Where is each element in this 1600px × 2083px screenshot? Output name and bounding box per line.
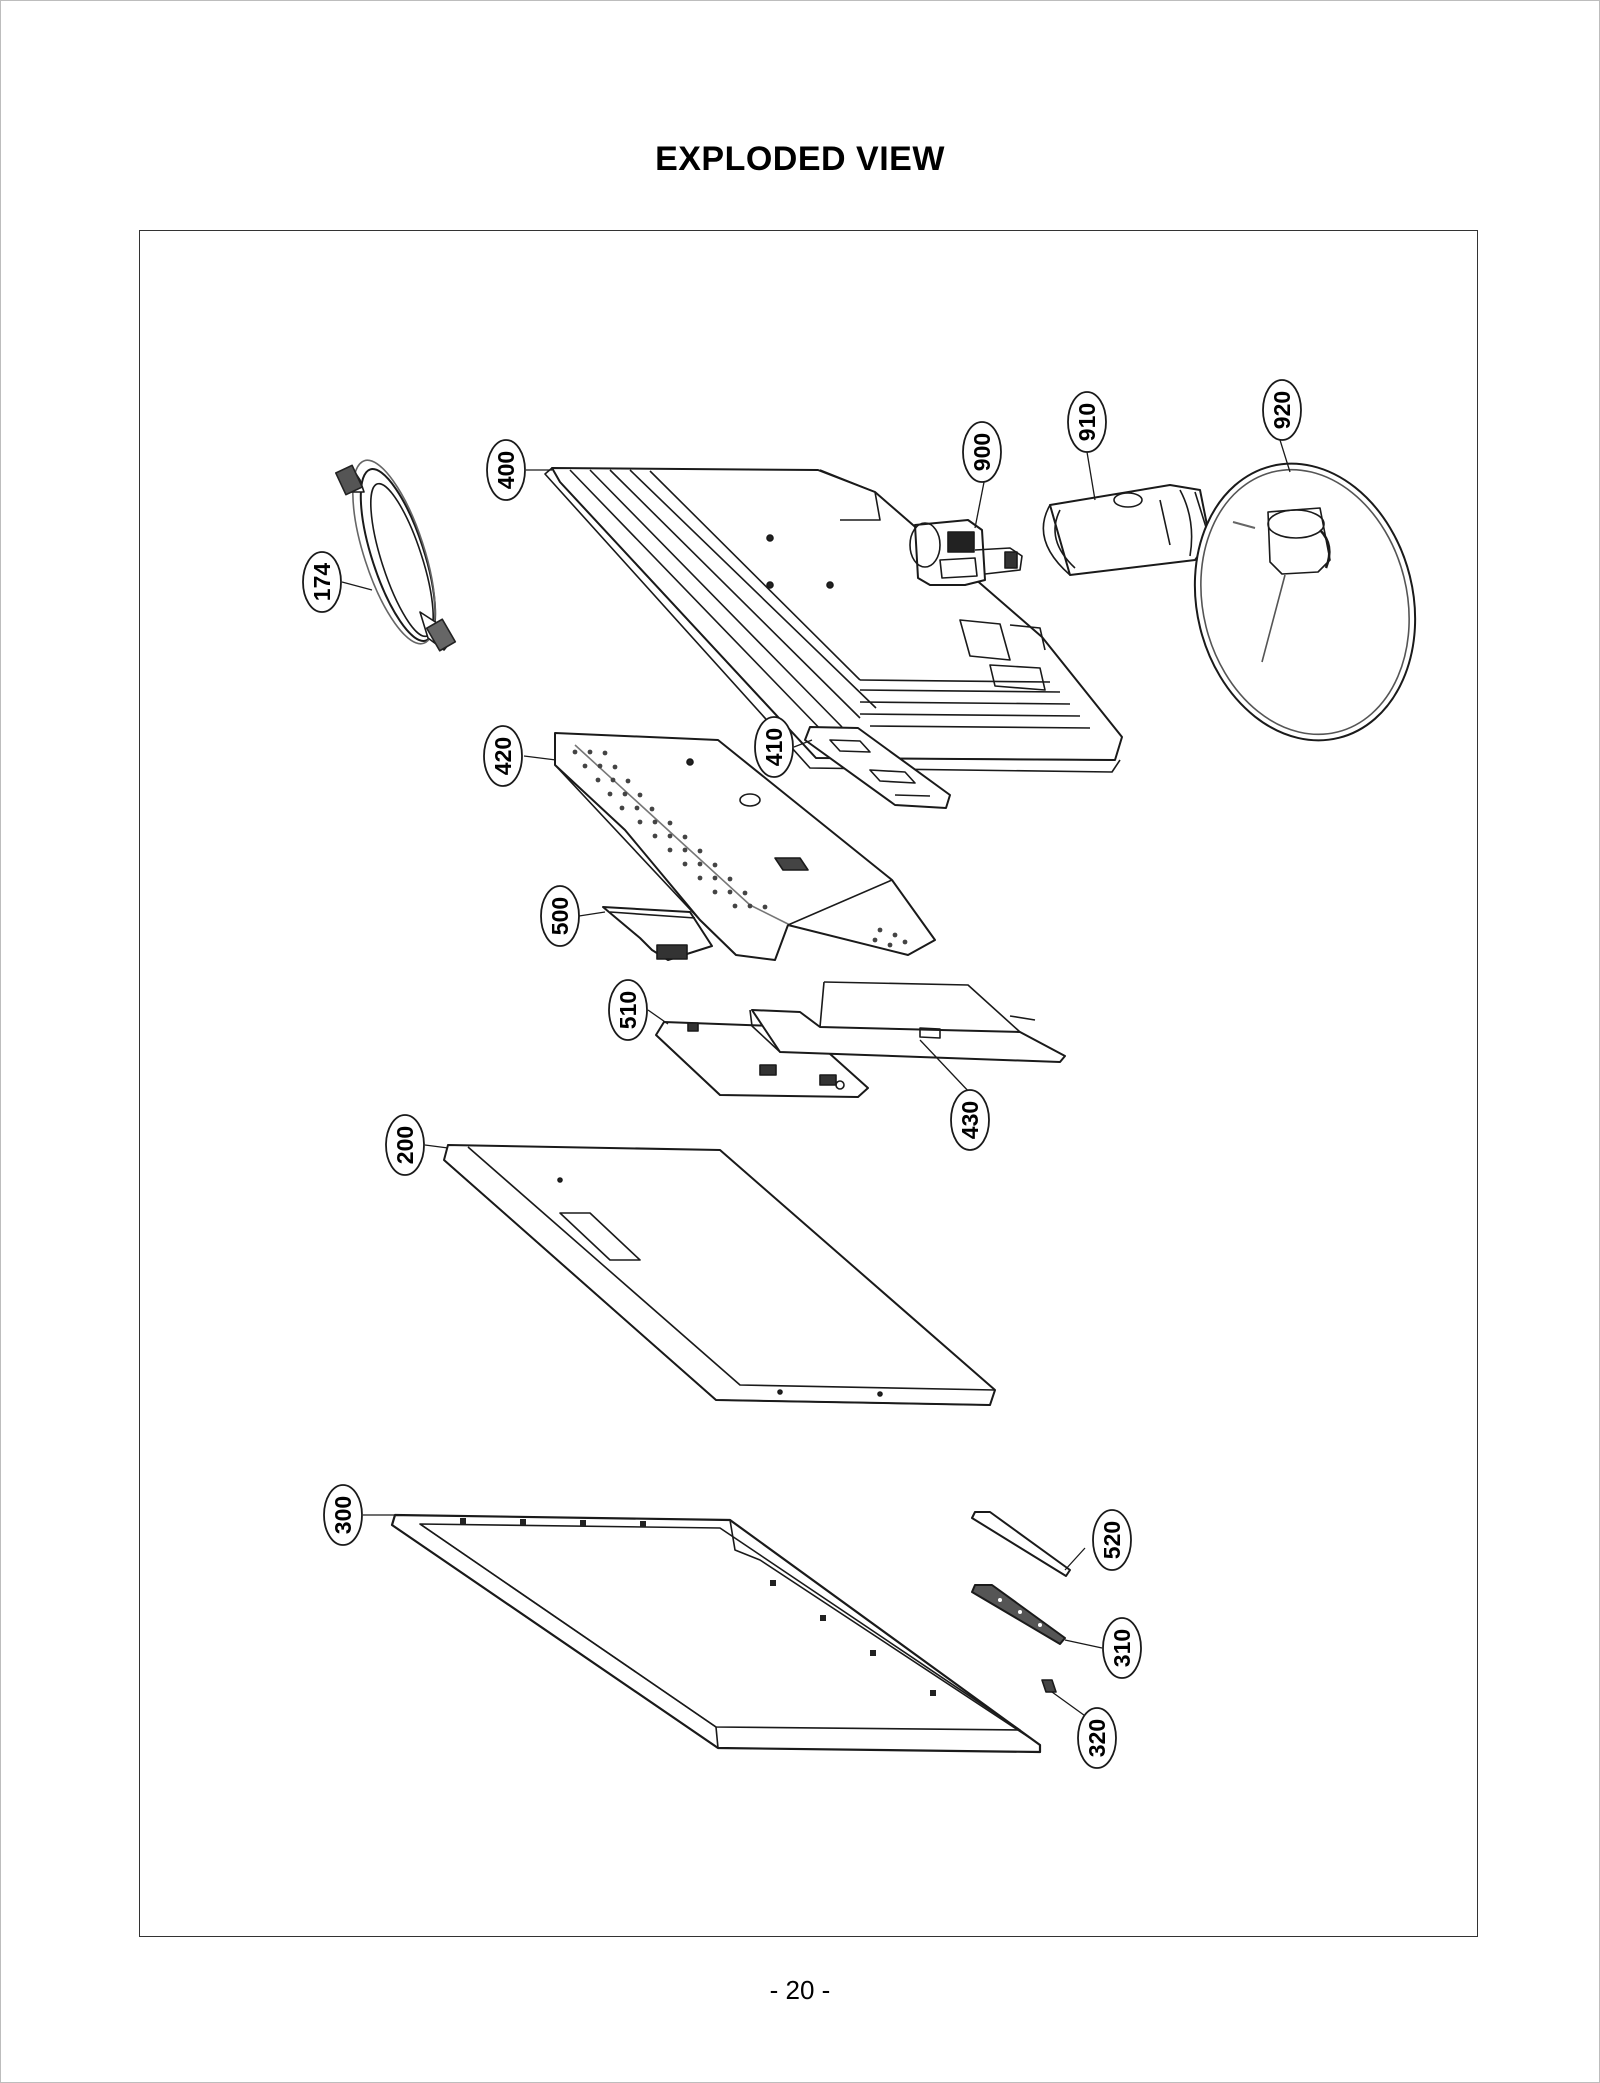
part-920-base [1193,462,1417,742]
svg-text:310: 310 [1109,1629,1135,1667]
callout-910: 910 [1067,391,1107,453]
callout-174: 174 [302,551,342,613]
callout-310: 310 [1102,1617,1142,1679]
callout-920: 920 [1262,379,1302,441]
callout-200: 200 [385,1114,425,1176]
part-300-front-bezel [390,1513,1042,1754]
callout-900: 900 [962,421,1002,483]
svg-text:510: 510 [615,991,641,1029]
callout-520: 520 [1092,1509,1132,1571]
part-320-led-lens [1041,1679,1057,1693]
part-310-button-board [971,1584,1066,1645]
svg-text:500: 500 [547,897,573,935]
svg-text:520: 520 [1099,1521,1125,1559]
callout-500: 500 [540,885,580,947]
callouts: 174 400 900 910 920 420 410 500 [302,379,1302,1769]
part-400-back-cover [544,467,1123,773]
part-174-power-cord [334,459,457,652]
svg-text:410: 410 [761,728,787,766]
callout-400: 400 [486,439,526,501]
svg-text:430: 430 [957,1101,983,1139]
svg-text:200: 200 [392,1126,418,1164]
part-420-shield [554,732,936,961]
page-number: - 20 - [769,1975,831,2005]
page-title: EXPLODED VIEW [655,140,945,178]
svg-text:420: 420 [490,737,516,775]
svg-text:910: 910 [1074,403,1100,441]
svg-text:400: 400 [493,451,519,489]
part-430-bracket [749,981,1066,1063]
part-500-board [602,906,713,961]
part-520-strip [971,1511,1071,1577]
svg-text:174: 174 [309,563,335,602]
part-200-panel [443,1144,996,1406]
callout-420: 420 [483,725,523,787]
callout-300: 300 [323,1484,363,1546]
svg-text:920: 920 [1269,391,1295,429]
part-910-stand-neck [1042,484,1211,576]
callout-320: 320 [1077,1707,1117,1769]
svg-text:320: 320 [1084,1719,1110,1757]
part-410-bracket [804,726,951,809]
callout-410: 410 [754,716,794,778]
part-900-hinge [909,519,1023,586]
svg-text:300: 300 [330,1496,356,1534]
callout-430: 430 [950,1089,990,1151]
svg-text:900: 900 [969,433,995,471]
callout-510: 510 [608,979,648,1041]
drawing-frame [139,230,1478,1937]
